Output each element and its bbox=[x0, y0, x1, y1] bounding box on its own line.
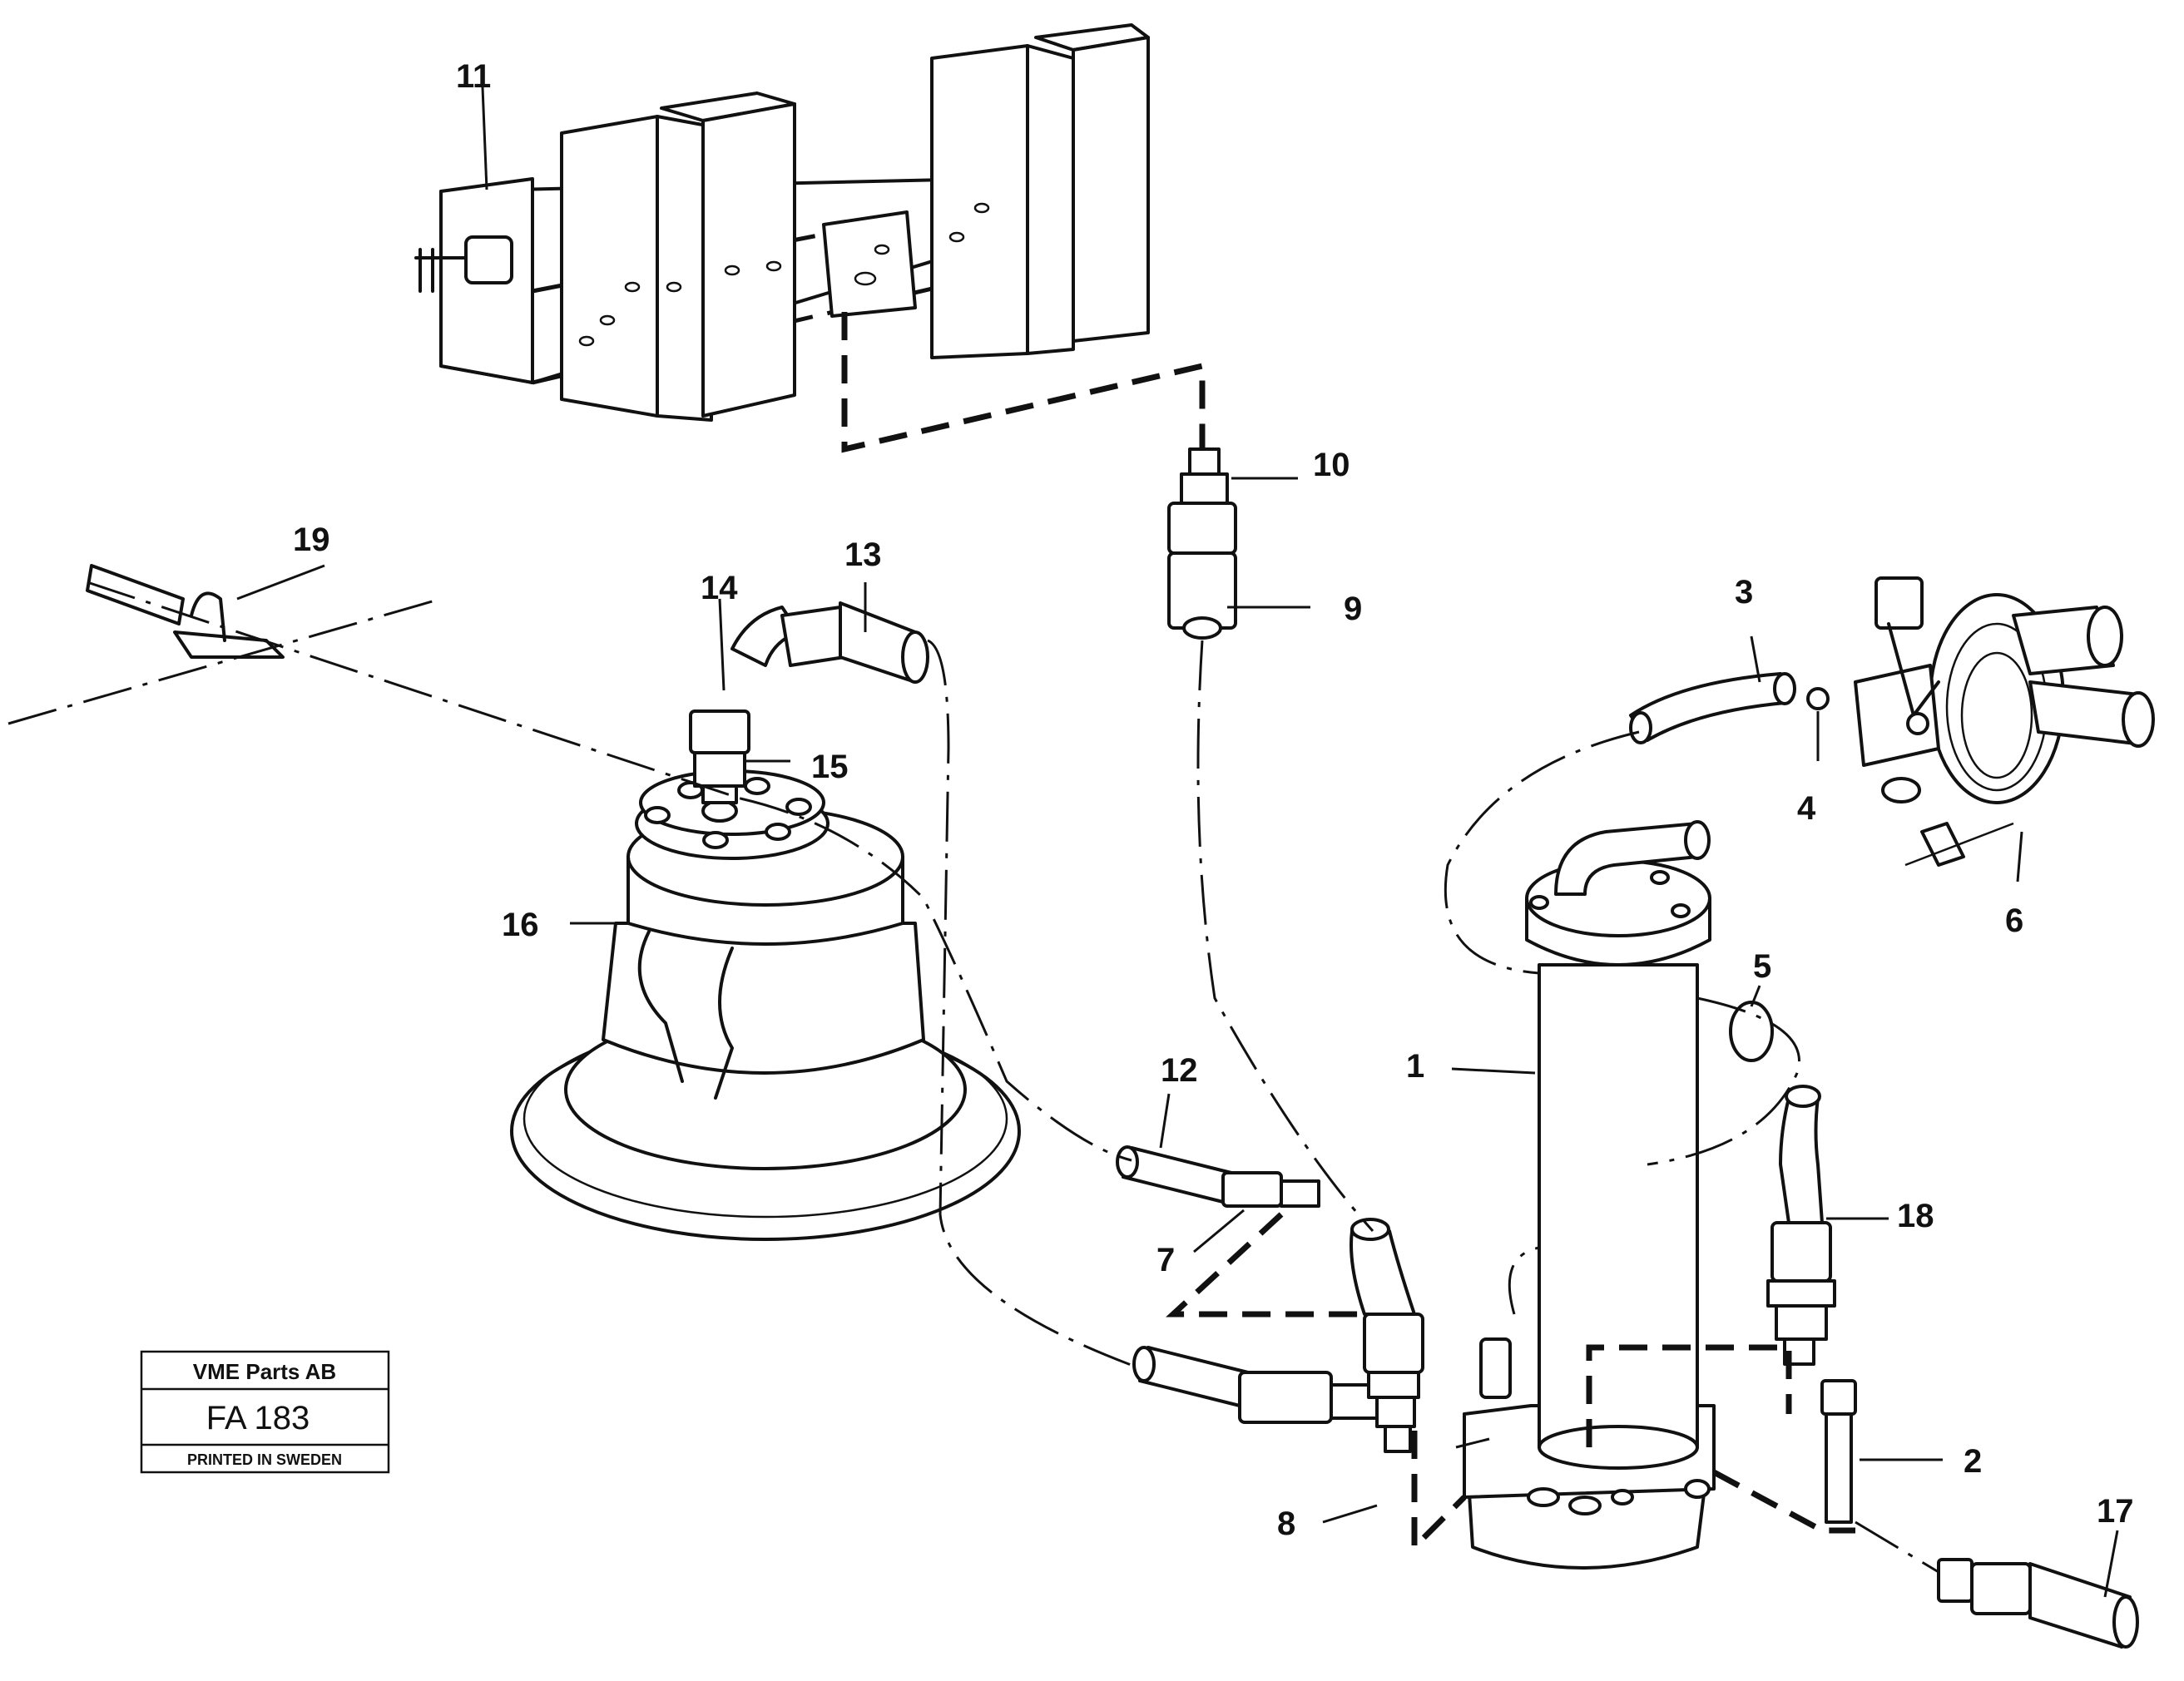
fitting-9-10 bbox=[1167, 447, 1237, 640]
callout-18: 18 bbox=[1897, 1198, 1934, 1234]
filter-1 bbox=[1463, 820, 1716, 1570]
adapter-12-7 bbox=[1116, 1145, 1320, 1208]
elbow-13-14-15 bbox=[689, 601, 929, 804]
chain-lines bbox=[7, 581, 1939, 1574]
stamp-company: VME Parts AB bbox=[193, 1359, 336, 1384]
hose-3 bbox=[1629, 672, 1786, 742]
callout-16: 16 bbox=[502, 907, 539, 943]
callout-2: 2 bbox=[1964, 1443, 1982, 1480]
callout-14: 14 bbox=[701, 570, 738, 606]
clamp-5 bbox=[1729, 1001, 1774, 1062]
stamp-footer: PRINTED IN SWEDEN bbox=[187, 1451, 342, 1468]
callout-19: 19 bbox=[293, 522, 330, 558]
callout-13: 13 bbox=[844, 536, 882, 573]
title-stamp: VME Parts AB FA 183 PRINTED IN SWEDEN bbox=[140, 1350, 390, 1474]
small-fitting bbox=[1479, 1337, 1512, 1399]
callout-4: 4 bbox=[1797, 790, 1816, 827]
callout-8: 8 bbox=[1277, 1505, 1295, 1542]
callout-17: 17 bbox=[2097, 1493, 2134, 1530]
callout-3: 3 bbox=[1735, 574, 1753, 611]
callout-11: 11 bbox=[456, 58, 491, 95]
callout-5: 5 bbox=[1753, 948, 1771, 985]
pump-6 bbox=[1854, 576, 2155, 867]
fitting-17 bbox=[1937, 1558, 2139, 1649]
fitting-8 bbox=[1350, 1218, 1424, 1453]
valve-block-11 bbox=[414, 23, 1150, 422]
hose-18 bbox=[1766, 1085, 1836, 1366]
callout-7: 7 bbox=[1156, 1242, 1175, 1278]
callout-12: 12 bbox=[1161, 1052, 1198, 1089]
callout-15: 15 bbox=[811, 749, 849, 785]
leader-lines bbox=[236, 87, 2119, 1598]
rotary-joint-16 bbox=[510, 769, 1021, 1241]
callout-labels: 11 10 9 19 14 13 15 16 3 4 6 5 1 12 7 18… bbox=[293, 58, 2134, 1542]
stamp-code: FA 183 bbox=[206, 1400, 310, 1436]
dash-lines bbox=[841, 312, 1855, 1555]
callout-9: 9 bbox=[1344, 591, 1362, 627]
bolt-2 bbox=[1820, 1379, 1857, 1524]
clamp-4 bbox=[1806, 687, 1830, 710]
clamp-19 bbox=[86, 564, 285, 659]
callout-6: 6 bbox=[2005, 902, 2023, 939]
callout-10: 10 bbox=[1313, 447, 1350, 483]
callout-1: 1 bbox=[1406, 1048, 1424, 1085]
